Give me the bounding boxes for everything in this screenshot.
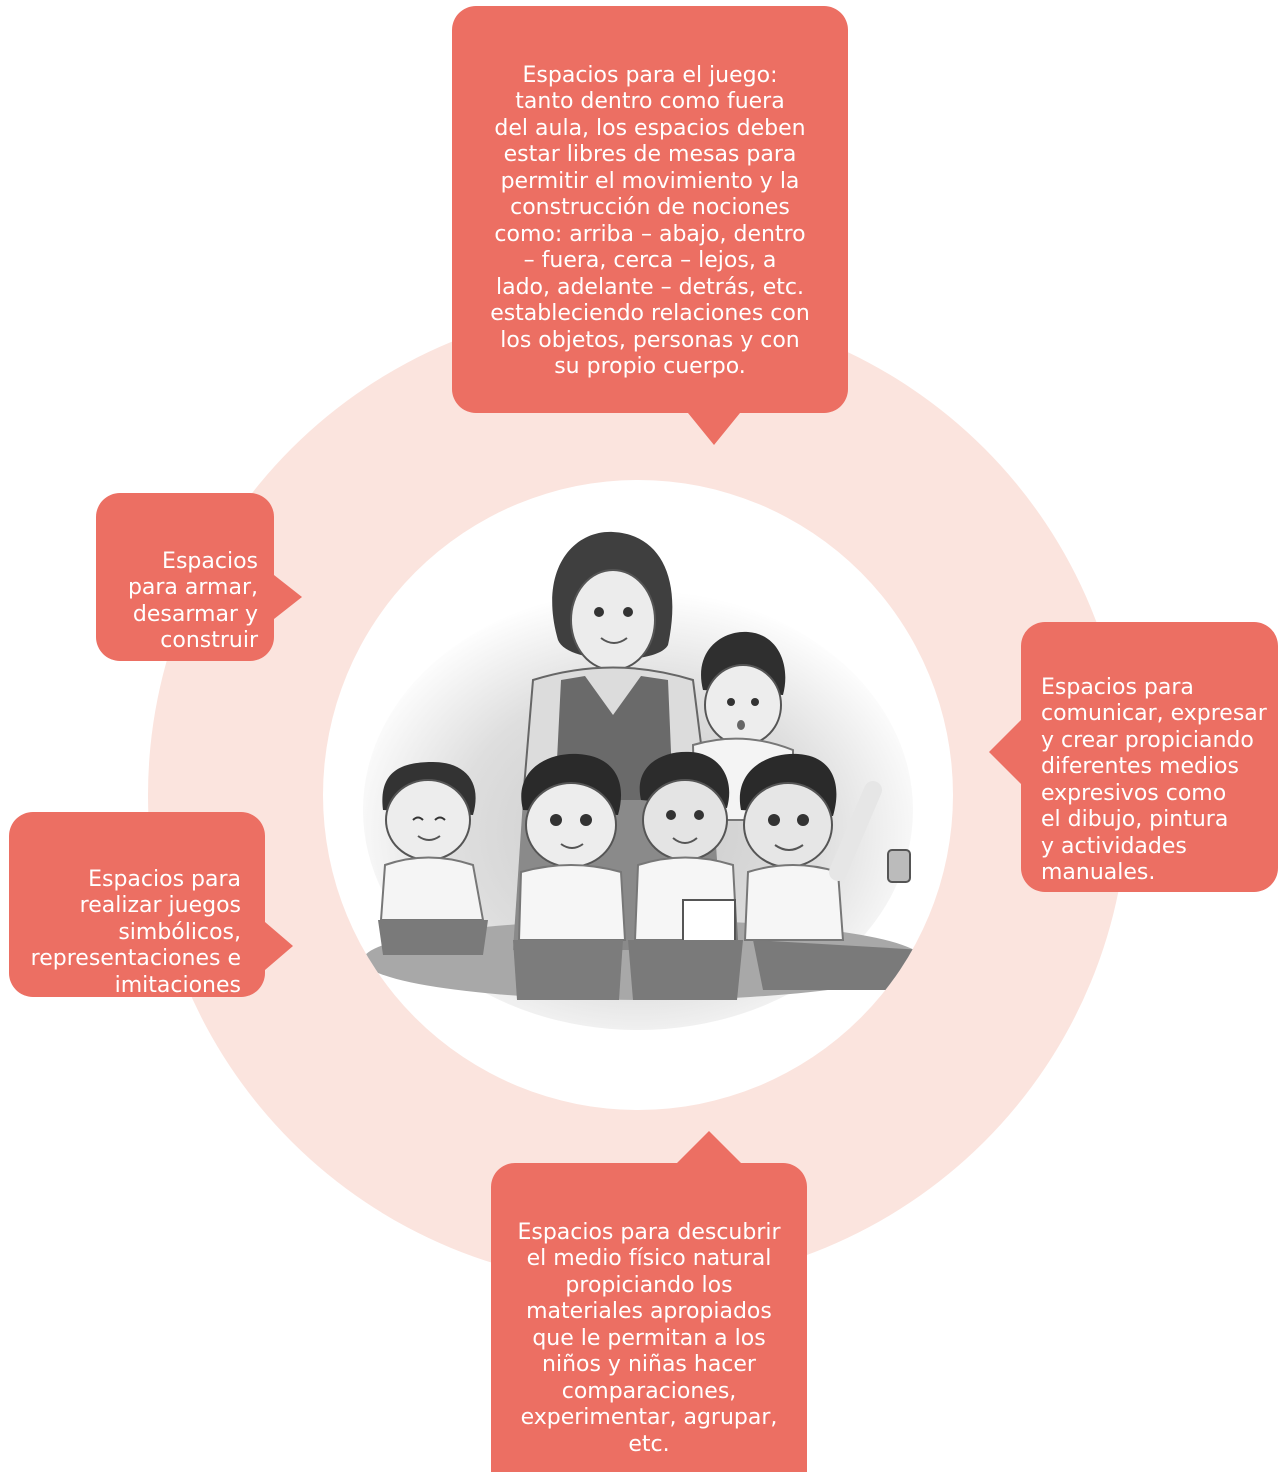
bubble-tail: [677, 1131, 741, 1163]
bubble-tail: [274, 575, 302, 619]
bubble-espacios-simbolicos-text: Espacios para realizar juegos simbólicos…: [30, 866, 241, 998]
illustration-circle: [323, 480, 953, 1110]
bubble-espacios-armar-text: Espacios para armar, desarmar y construi…: [127, 548, 258, 654]
bubble-espacios-armar: Espacios para armar, desarmar y construi…: [96, 493, 302, 661]
bubble-espacios-medio-natural: Espacios para descubrir el medio físico …: [491, 1131, 807, 1472]
bubble-tail: [688, 413, 740, 445]
bubble-espacios-simbolicos: Espacios para realizar juegos simbólicos…: [9, 812, 293, 998]
bubble-espacios-juego-text: Espacios para el juego: tanto dentro com…: [490, 62, 810, 380]
boy-right: [739, 753, 923, 990]
bubble-espacios-juego: Espacios para el juego: tanto dentro com…: [452, 6, 848, 445]
bubble-espacios-medio-natural-text: Espacios para descubrir el medio físico …: [517, 1219, 781, 1457]
bubble-tail: [265, 922, 293, 970]
bubble-espacios-comunicar: Espacios para comunicar, expresar y crea…: [989, 622, 1278, 892]
child-left: [378, 762, 488, 955]
boy-center-left: [513, 753, 627, 1000]
bubble-espacios-comunicar-text: Espacios para comunicar, expresar y crea…: [1041, 674, 1267, 886]
girl-center: [628, 751, 743, 1000]
teacher-children-illustration: [363, 531, 923, 1030]
bubble-tail: [989, 720, 1021, 784]
